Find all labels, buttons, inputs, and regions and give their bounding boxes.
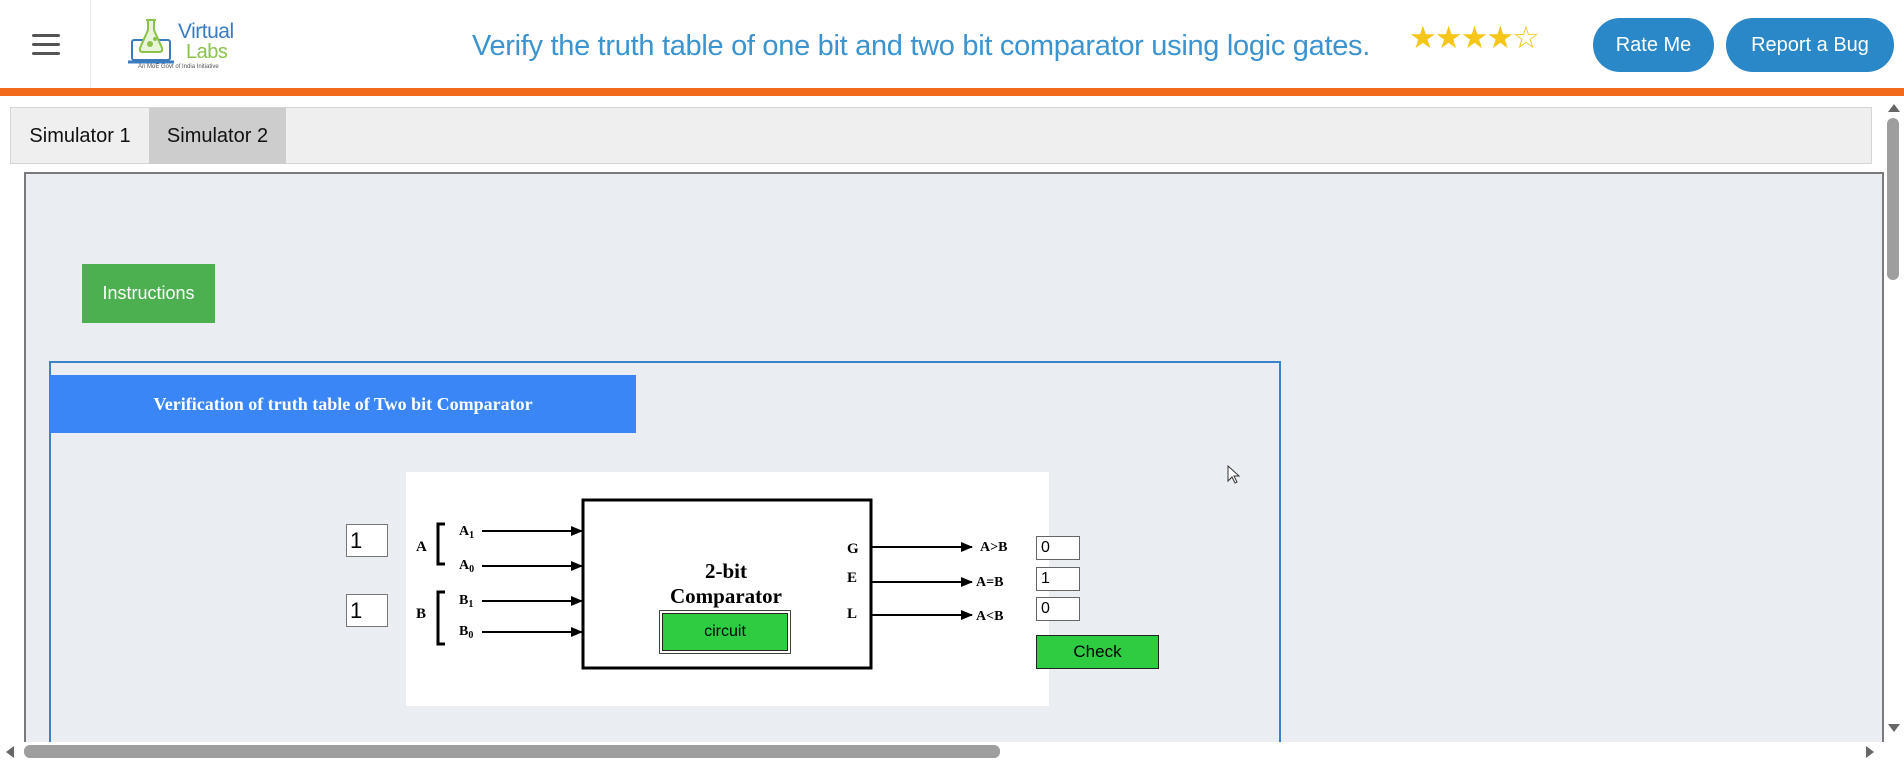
bracket-a [436, 522, 445, 566]
logo-text-labs: Labs [186, 41, 228, 63]
bracket-b [436, 590, 445, 646]
output-a-eq-b-field[interactable] [1036, 567, 1080, 591]
virtual-labs-logo[interactable]: Virtual Labs An MoE Govt of India Initia… [128, 14, 234, 72]
panel-title: Verification of truth table of Two bit C… [50, 375, 636, 433]
menu-bar-icon [32, 43, 60, 46]
horizontal-scroll-thumb[interactable] [24, 745, 1000, 758]
block-label-comparator: Comparator [670, 584, 782, 608]
header: Virtual Labs An MoE Govt of India Initia… [0, 0, 1904, 88]
label-a1: A1 [459, 524, 474, 541]
hamburger-menu-button[interactable] [0, 0, 91, 88]
check-button[interactable]: Check [1036, 635, 1159, 669]
output-a-lt-b-field[interactable] [1036, 597, 1080, 621]
label-b: B [416, 606, 426, 622]
output-a-gt-b-field[interactable] [1036, 536, 1080, 560]
menu-bar-icon [32, 34, 60, 37]
label-g: G [847, 541, 859, 557]
tab-simulator-2[interactable]: Simulator 2 [149, 108, 286, 164]
scroll-up-icon[interactable] [1888, 104, 1900, 112]
menu-bar-icon [32, 52, 60, 55]
circuit-button-frame: circuit [659, 610, 791, 654]
label-a-lt-b: A<B [976, 609, 1003, 624]
scroll-down-icon[interactable] [1888, 724, 1900, 732]
rate-me-button[interactable]: Rate Me [1593, 18, 1714, 72]
circuit-button[interactable]: circuit [662, 613, 788, 651]
logo-tagline: An MoE Govt of India Initiative [138, 64, 219, 70]
flask-laptop-icon [128, 19, 174, 64]
scroll-right-icon[interactable] [1866, 746, 1874, 758]
header-divider [0, 88, 1904, 96]
scroll-left-icon[interactable] [6, 746, 14, 758]
mouse-cursor-icon [1227, 465, 1241, 484]
label-l: L [847, 606, 857, 622]
label-b1: B1 [459, 593, 473, 610]
empty-star-icon: ☆ [1512, 20, 1540, 55]
tab-simulator-1[interactable]: Simulator 1 [29, 124, 131, 147]
label-b0: B0 [459, 624, 473, 641]
rating-stars: ★★★★☆ [1409, 20, 1540, 56]
instructions-button[interactable]: Instructions [82, 264, 215, 323]
label-a-gt-b: A>B [980, 540, 1007, 555]
block-label-2bit: 2-bit [705, 559, 747, 583]
label-e: E [847, 570, 857, 586]
comparator-diagram: A A1 A0 B B1 B0 2-bit Comparator G E L A… [406, 472, 1049, 706]
label-a0: A0 [459, 558, 474, 575]
logo-text-virtual: Virtual [178, 20, 234, 43]
experiment-title: Verify the truth table of one bit and tw… [472, 30, 1370, 62]
report-bug-button[interactable]: Report a Bug [1726, 18, 1894, 72]
label-a: A [416, 539, 427, 555]
filled-star-icons: ★★★★ [1409, 20, 1514, 55]
input-a-field[interactable] [346, 524, 388, 557]
input-b-field[interactable] [346, 594, 388, 627]
simulator-tabs: Simulator 1 Simulator 2 [10, 107, 1872, 164]
vertical-scroll-thumb[interactable] [1887, 118, 1899, 280]
label-a-eq-b: A=B [976, 575, 1003, 590]
